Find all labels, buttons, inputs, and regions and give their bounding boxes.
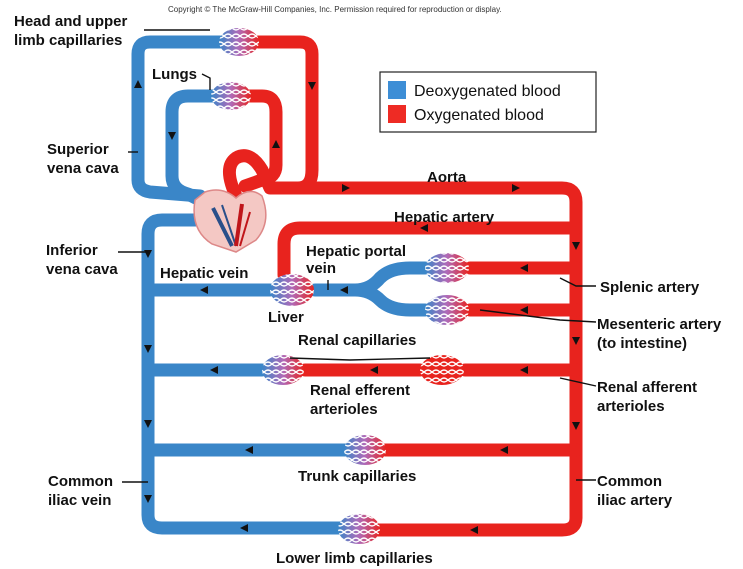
aorta-label: Aorta [427, 169, 467, 186]
hepatic-artery-label: Hepatic artery [394, 209, 495, 226]
svc-label-1: Superior [47, 141, 109, 158]
renal-capillaries-glomerular [420, 355, 464, 385]
renal-capillaries-label: Renal capillaries [298, 332, 416, 349]
lungs-label: Lungs [152, 66, 197, 83]
lung-capillaries [211, 82, 251, 110]
liver-capillaries [270, 274, 314, 306]
legend-swatch-deoxygenated [388, 81, 406, 99]
hepatic-vein-label: Hepatic vein [160, 265, 248, 282]
copyright-text: Copyright © The McGraw-Hill Companies, I… [168, 5, 502, 14]
common-iliac-artery-label-1: Common [597, 473, 662, 490]
hepatic-portal-vein-branch [355, 290, 425, 310]
heart [194, 190, 266, 252]
head-capillaries [219, 28, 259, 56]
hepatic-portal-label-1: Hepatic portal [306, 243, 406, 260]
splenic-artery-label: Splenic artery [600, 279, 700, 296]
mesenteric-label-1: Mesenteric artery [597, 316, 722, 333]
common-iliac-artery-label-2: iliac artery [597, 492, 673, 509]
head-capillaries-label-2: limb capillaries [14, 32, 122, 49]
lower-limb-capillaries [338, 514, 380, 544]
common-iliac-vein-label-1: Common [48, 473, 113, 490]
head-capillaries-label-1: Head and upper [14, 13, 128, 30]
mesenteric-capillaries [425, 295, 469, 325]
renal-efferent-label-1: Renal efferent [310, 382, 410, 399]
liver-label: Liver [268, 309, 304, 326]
ivc-label-1: Inferior [46, 242, 98, 259]
trunk-capillaries [344, 435, 386, 465]
mesenteric-label-2: (to intestine) [597, 335, 687, 352]
legend-label-deoxygenated: Deoxygenated blood [414, 83, 561, 100]
hepatic-portal-label-2: vein [306, 260, 336, 277]
legend: Deoxygenated blood Oxygenated blood [380, 72, 596, 132]
svc-label-2: vena cava [47, 160, 119, 177]
renal-afferent-label-1: Renal afferent [597, 379, 697, 396]
renal-efferent-label-2: arterioles [310, 401, 378, 418]
renal-capillaries-venous [262, 355, 304, 385]
trunk-capillaries-label: Trunk capillaries [298, 468, 416, 485]
pulmonary-artery [172, 96, 212, 205]
legend-label-oxygenated: Oxygenated blood [414, 107, 544, 124]
common-iliac-vein-label-2: iliac vein [48, 492, 111, 509]
renal-afferent-label-2: arterioles [597, 398, 665, 415]
ivc-label-2: vena cava [46, 261, 118, 278]
lower-limb-capillaries-label: Lower limb capillaries [276, 550, 433, 567]
splenic-capillaries [425, 253, 469, 283]
legend-swatch-oxygenated [388, 105, 406, 123]
